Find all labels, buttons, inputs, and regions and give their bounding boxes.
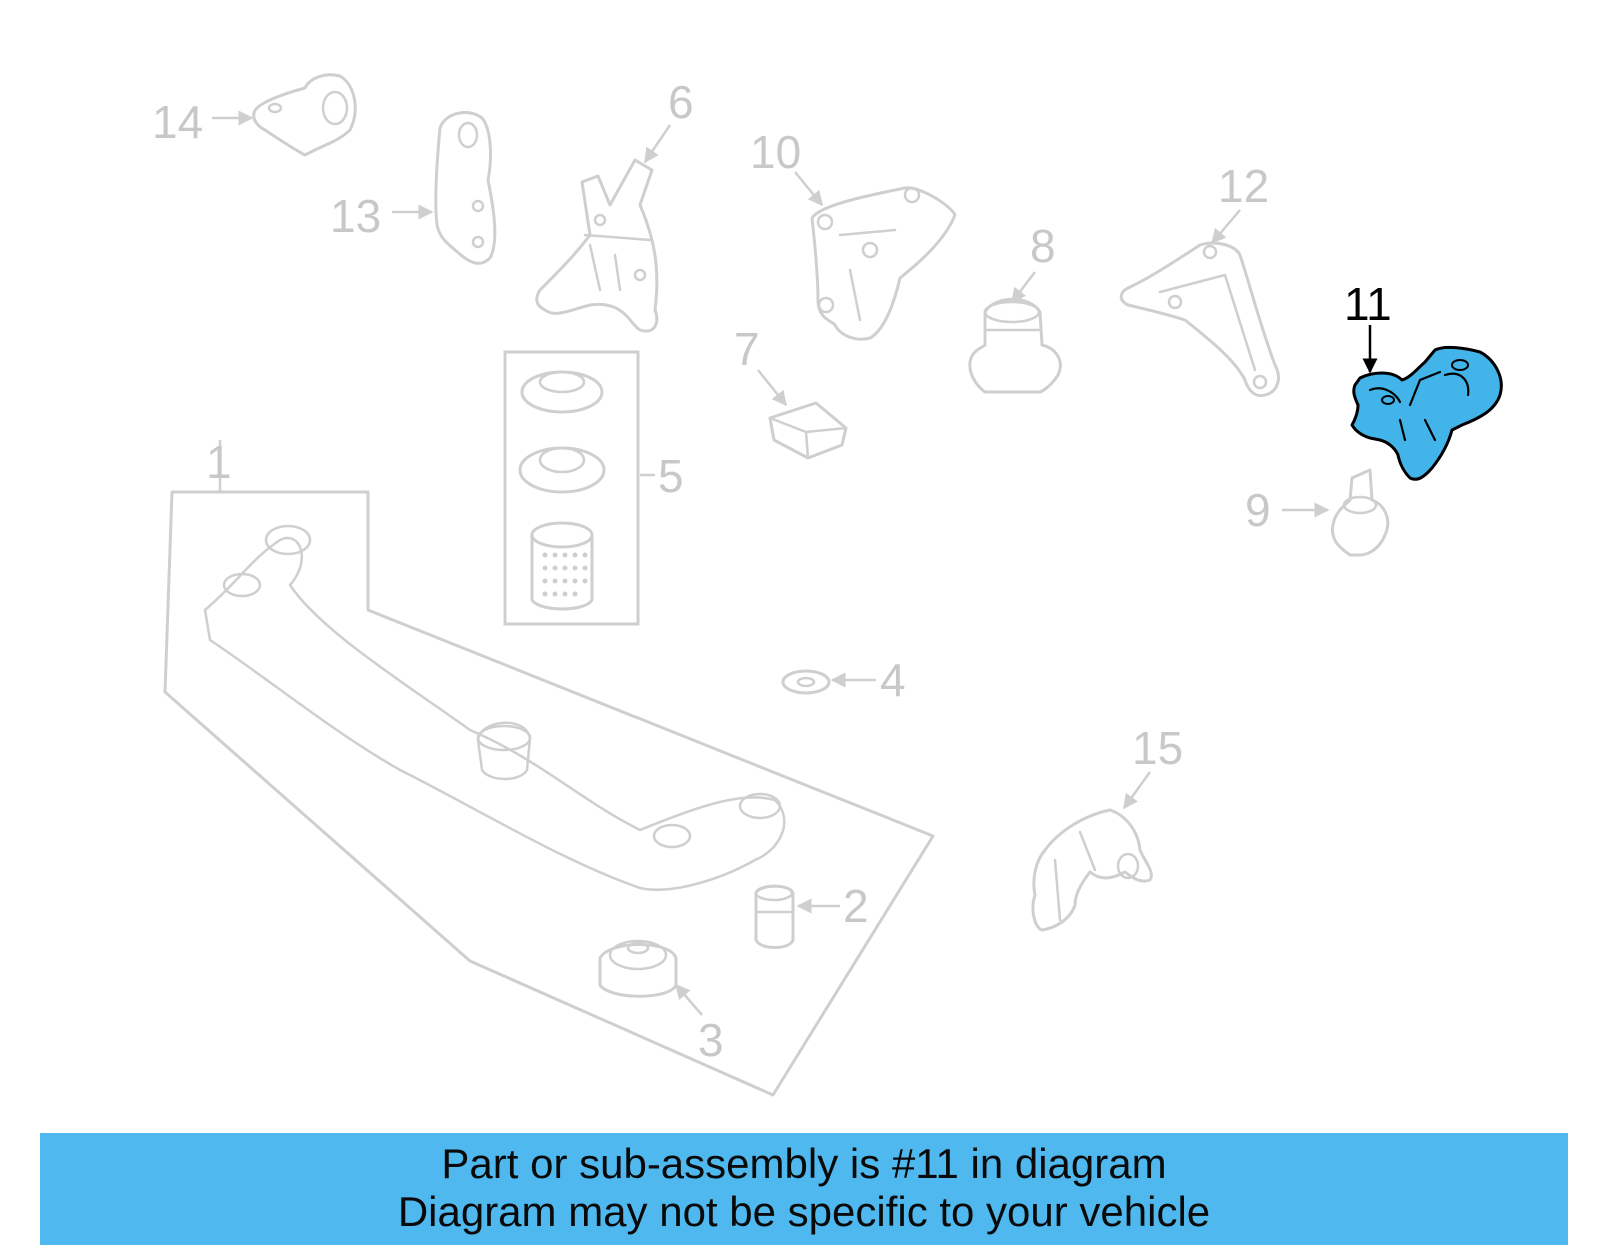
callout-1: 1 <box>206 436 232 488</box>
banner-disclaimer-text: Diagram may not be specific to your vehi… <box>397 1188 1211 1235</box>
part-2-bushing[interactable]: 2 <box>754 880 869 949</box>
part-7-block[interactable]: 7 <box>734 323 848 460</box>
callout-7: 7 <box>734 323 760 375</box>
callout-9: 9 <box>1245 484 1271 536</box>
callout-14: 14 <box>152 96 203 148</box>
part-8-mount[interactable]: 8 <box>968 220 1062 394</box>
parts-diagram: 1 2 3 4 5 <box>152 73 1503 1097</box>
part-6-bracket[interactable]: 6 <box>535 76 694 333</box>
part-1-crossmember[interactable]: 1 <box>163 436 935 1097</box>
part-5-bushing-kit[interactable]: 5 <box>503 350 684 626</box>
callout-5: 5 <box>658 450 684 502</box>
part-9-mount[interactable]: 9 <box>1245 468 1390 557</box>
callout-6: 6 <box>668 76 694 128</box>
callout-2: 2 <box>843 880 869 932</box>
callout-3: 3 <box>698 1014 724 1066</box>
part-13-mount[interactable]: 13 <box>330 111 497 265</box>
callout-15: 15 <box>1132 722 1183 774</box>
part-11-mount-bracket[interactable]: 11 <box>1344 278 1503 481</box>
part-15-mount[interactable]: 15 <box>1031 722 1183 932</box>
callout-11: 11 <box>1344 278 1392 330</box>
callout-13: 13 <box>330 190 381 242</box>
callout-4: 4 <box>880 654 906 706</box>
part-3-mount[interactable]: 3 <box>598 939 724 1066</box>
banner-part-text: Part or sub-assembly is #11 in diagram <box>441 1140 1167 1187</box>
info-banner: Part or sub-assembly is #11 in diagram D… <box>40 1133 1568 1245</box>
callout-12: 12 <box>1218 160 1269 212</box>
callout-8: 8 <box>1030 220 1056 272</box>
part-12-arm-bracket[interactable]: 12 <box>1119 160 1280 398</box>
part-4-washer[interactable]: 4 <box>781 654 906 706</box>
part-10-bracket[interactable]: 10 <box>750 126 957 341</box>
part-14-mount[interactable]: 14 <box>152 73 357 157</box>
callout-10: 10 <box>750 126 801 178</box>
